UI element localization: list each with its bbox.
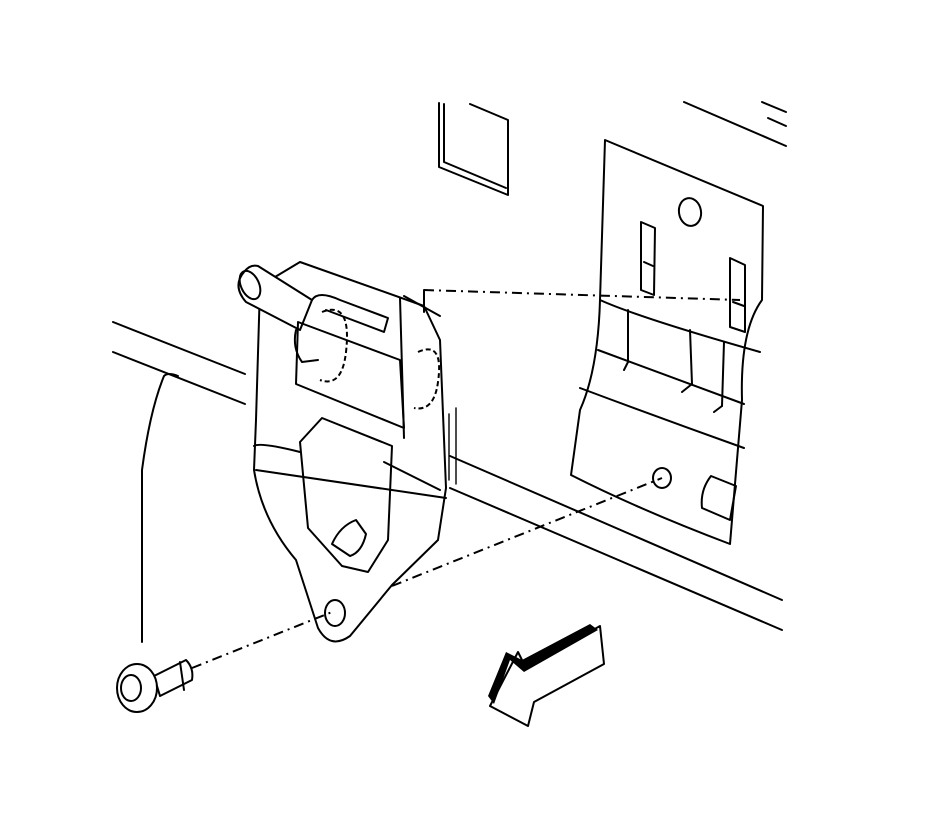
- panel-edge-lines: [112, 101, 787, 631]
- mounting-plate: [570, 139, 764, 545]
- leader-line: [141, 373, 179, 643]
- bracket: [237, 261, 447, 643]
- direction-arrow: [488, 624, 605, 727]
- square-cutout: [438, 102, 509, 196]
- assembly-centerlines: [191, 289, 741, 669]
- bolt: [116, 659, 194, 713]
